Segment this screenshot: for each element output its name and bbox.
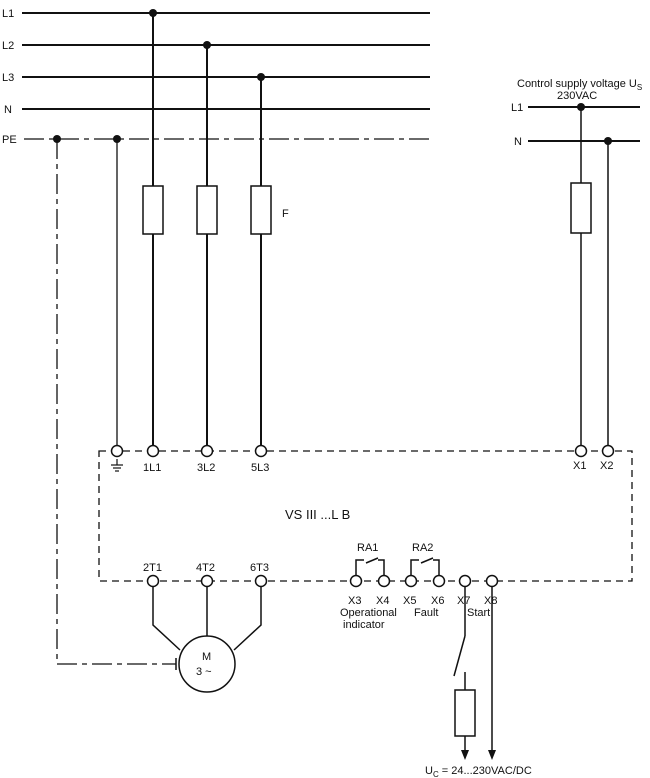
terminal-5l3 bbox=[254, 444, 268, 458]
terminal-label-x7: X7 bbox=[457, 595, 470, 607]
control-supply: Control supply voltage US 230VAC L1 N bbox=[511, 78, 642, 148]
terminal-label-x1: X1 bbox=[573, 460, 586, 472]
motor-terminals: 2T1 4T2 6T3 bbox=[143, 562, 269, 588]
terminal-label-x5: X5 bbox=[403, 595, 416, 607]
terminal-1l1 bbox=[146, 444, 160, 458]
motor-symbol bbox=[178, 635, 236, 693]
junction-dot bbox=[149, 9, 157, 17]
motor-wire-6t3 bbox=[233, 587, 262, 651]
relay-contact-ra2 bbox=[410, 557, 440, 576]
motor-label-phase: 3 ~ bbox=[196, 666, 212, 678]
fuse-control bbox=[570, 182, 592, 234]
arrow-x8 bbox=[488, 750, 496, 760]
junction-dot bbox=[577, 103, 585, 111]
start-circuit: UC = 24...230VAC/DC bbox=[425, 587, 532, 778]
control-line-label-l1: L1 bbox=[511, 102, 523, 114]
fuse-start bbox=[454, 689, 476, 737]
pe-dashed-wire bbox=[56, 139, 176, 665]
terminal-6t3 bbox=[254, 574, 268, 588]
junction-dot bbox=[203, 41, 211, 49]
line-label-n: N bbox=[4, 104, 12, 116]
junction-dot bbox=[257, 73, 265, 81]
control-terminals: X3 X4 X5 X6 X7 X8 Operational indicator … bbox=[340, 574, 499, 631]
terminal-label-4t2: 4T2 bbox=[196, 562, 215, 574]
line-label-l2: L2 bbox=[2, 40, 14, 52]
relay-ra1: RA1 bbox=[355, 542, 385, 576]
terminal-x1 bbox=[574, 444, 588, 458]
top-terminals: 1L1 3L2 5L3 X1 X2 bbox=[110, 444, 615, 474]
terminal-pe bbox=[110, 444, 124, 458]
relay-contact-ra1 bbox=[355, 557, 385, 576]
terminal-label-3l2: 3L2 bbox=[197, 462, 215, 474]
function-label-indicator: indicator bbox=[343, 619, 385, 631]
terminal-2t1 bbox=[146, 574, 160, 588]
function-label-start: Start bbox=[467, 607, 490, 619]
terminal-label-x4: X4 bbox=[376, 595, 389, 607]
control-line-label-n: N bbox=[514, 136, 522, 148]
terminal-4t2 bbox=[200, 574, 214, 588]
pe-motor-ground bbox=[56, 139, 177, 670]
terminal-x4 bbox=[377, 574, 391, 588]
motor: M 3 ~ bbox=[152, 587, 262, 693]
terminal-x3 bbox=[349, 574, 363, 588]
function-label-operational: Operational bbox=[340, 607, 397, 619]
line-label-l1: L1 bbox=[2, 8, 14, 20]
uc-label: UC = 24...230VAC/DC bbox=[425, 765, 532, 778]
fuse-l3 bbox=[250, 185, 272, 235]
line-label-pe: PE bbox=[2, 134, 17, 146]
supply-bus: L1 L2 L3 N PE bbox=[2, 8, 430, 146]
fuse-l1 bbox=[142, 185, 164, 235]
relay-label-ra1: RA1 bbox=[357, 542, 378, 554]
terminal-3l2 bbox=[200, 444, 214, 458]
device-label: VS III ...L B bbox=[285, 507, 350, 522]
terminal-x7 bbox=[458, 574, 472, 588]
motor-wire-2t1 bbox=[152, 587, 181, 651]
arrow-x7 bbox=[461, 750, 469, 760]
terminal-x2 bbox=[601, 444, 615, 458]
fuses: F bbox=[142, 182, 592, 235]
junction-dot bbox=[604, 137, 612, 145]
terminal-label-x3: X3 bbox=[348, 595, 361, 607]
terminal-label-6t3: 6T3 bbox=[250, 562, 269, 574]
terminal-label-x2: X2 bbox=[600, 460, 613, 472]
terminal-label-x6: X6 bbox=[431, 595, 444, 607]
terminal-x5 bbox=[404, 574, 418, 588]
fuse-l2 bbox=[196, 185, 218, 235]
junctions bbox=[53, 9, 612, 145]
control-supply-voltage: 230VAC bbox=[557, 90, 597, 102]
line-label-l3: L3 bbox=[2, 72, 14, 84]
terminal-x8 bbox=[485, 574, 499, 588]
function-label-fault: Fault bbox=[414, 607, 438, 619]
terminal-label-x8: X8 bbox=[484, 595, 497, 607]
relay-label-ra2: RA2 bbox=[412, 542, 433, 554]
motor-label-m: M bbox=[202, 651, 211, 663]
device-enclosure bbox=[98, 450, 633, 582]
terminal-x6 bbox=[432, 574, 446, 588]
terminal-label-1l1: 1L1 bbox=[143, 462, 161, 474]
earth-icon bbox=[111, 459, 123, 472]
terminal-label-2t1: 2T1 bbox=[143, 562, 162, 574]
terminal-label-5l3: 5L3 bbox=[251, 462, 269, 474]
start-switch bbox=[453, 635, 466, 677]
junction-dot bbox=[113, 135, 121, 143]
relay-ra2: RA2 bbox=[410, 542, 440, 576]
fuse-label: F bbox=[282, 208, 289, 220]
control-supply-title: Control supply voltage US bbox=[517, 78, 642, 92]
